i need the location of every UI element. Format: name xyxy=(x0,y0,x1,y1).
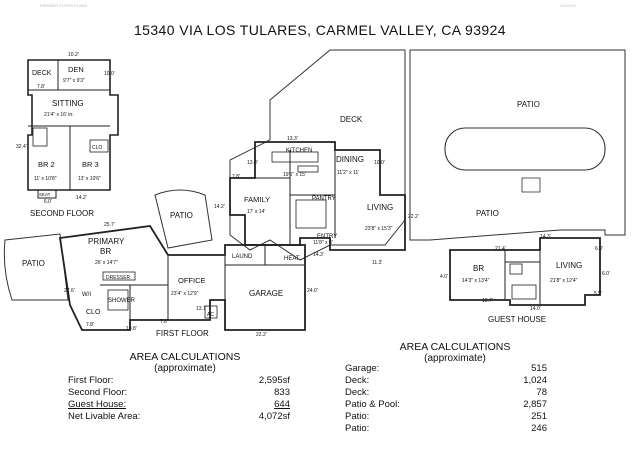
dim-22-2b: 22.2' xyxy=(256,332,267,338)
dim-7-8c: 7.8' xyxy=(86,322,94,328)
second-floor-plan xyxy=(27,59,119,199)
second-floor-label: SECOND FLOOR xyxy=(30,209,94,218)
ac-label: AC xyxy=(207,312,214,318)
family-dim: 17' x 14' xyxy=(247,209,265,215)
dim-13-1: 13.1' xyxy=(196,306,207,312)
main-house-walls xyxy=(229,141,406,251)
dining-dim: 11'2" x 11' xyxy=(337,170,359,176)
gh-br-label: BR xyxy=(473,264,484,273)
living-label: LIVING xyxy=(367,203,393,212)
area-left-heading: AREA CALCULATIONS xyxy=(129,351,241,363)
dim-7-8b: 7.8' xyxy=(232,174,240,180)
dim-14-0: 14.0' xyxy=(530,306,541,312)
gh-living-dim: 21'8" x 12'4" xyxy=(550,278,578,284)
br2-dim: 11' x 10'8" xyxy=(34,176,57,182)
dim-24-0: 24.0' xyxy=(307,288,318,294)
dim-6-0c: 6.0' xyxy=(602,271,610,277)
dim-14-2b: 14.2' xyxy=(214,204,225,210)
area-left-sub: (approximate) xyxy=(154,363,216,374)
dim-22-2: 22.2' xyxy=(408,214,419,220)
gh-br-dim: 14'3" x 13'4" xyxy=(462,278,490,284)
dim-21-4: 21.4' xyxy=(495,246,506,252)
floor-plan-drawing: DECK DEN 9'7" x 9'3" SITTING 21'4" x 16'… xyxy=(3,49,626,338)
gh-living-label: LIVING xyxy=(556,261,582,270)
family-label: FAMILY xyxy=(244,195,270,204)
wi-label: W/I xyxy=(82,292,91,298)
brand-tiny-text: PREMIER FLOOR PLANS xyxy=(40,3,88,8)
area-right-sub: (approximate) xyxy=(424,353,486,364)
sitting-label: SITTING xyxy=(52,99,84,108)
dim-4-0: 4.0' xyxy=(440,274,448,280)
dim-10-0: 10.0' xyxy=(104,71,115,77)
first-floor-lower-walls xyxy=(58,225,306,331)
pantry-label: PANTRY xyxy=(312,196,336,202)
sitting-dim: 21'4" x 16' irr. xyxy=(44,112,74,118)
dim-6-0: 6.0' xyxy=(44,199,52,205)
dim-6-0b: 6.0' xyxy=(595,246,603,252)
date-tiny-text: 1/4/2023 xyxy=(560,3,576,8)
dresser-label: DRESSER xyxy=(106,275,131,281)
kitchen-label: KITCHEN xyxy=(286,148,312,154)
area-right-heading: AREA CALCULATIONS xyxy=(399,341,511,353)
heat-label: HEAT xyxy=(284,256,300,262)
dim-14-2a: 14.2' xyxy=(76,195,87,201)
patio-oval-mid xyxy=(154,189,213,249)
dim-7-8a: 7.8' xyxy=(37,84,45,90)
garage-label: GARAGE xyxy=(249,289,283,298)
seat-label: SEAT xyxy=(39,192,51,197)
dim-32-4: 32.4' xyxy=(16,144,27,150)
property-address-title: 15340 VIA LOS TULARES, CARMEL VALLEY, CA… xyxy=(134,22,506,38)
office-dim: 23'4" x 12'9" xyxy=(171,291,199,297)
dim-5-5: 5.5' xyxy=(594,291,602,297)
clo-label: CLO xyxy=(92,145,102,151)
dim-14-3b: 14.3' xyxy=(540,234,551,240)
guest-house-label: GUEST HOUSE xyxy=(488,315,546,324)
dim-25-7: 25.7' xyxy=(104,222,115,228)
deck-main-label: DECK xyxy=(340,115,363,124)
dim-7-6: 7.6' xyxy=(160,319,168,325)
guest-house-walls xyxy=(449,237,601,306)
kitchen-dim: 19'5" x 15' xyxy=(283,172,306,178)
entry-label: ENTRY xyxy=(317,234,337,240)
pool-patio-outline xyxy=(409,49,626,241)
den-label: DEN xyxy=(68,65,84,74)
patio-left-label: PATIO xyxy=(22,259,45,268)
first-floor-label: FIRST FLOOR xyxy=(156,329,209,338)
dim-10-0b: 10.0' xyxy=(374,160,385,166)
dim-10-8: 10.8' xyxy=(126,326,137,332)
office-label: OFFICE xyxy=(178,276,206,285)
patio-top-label: PATIO xyxy=(517,100,540,109)
br3-dim: 13' x 10'6" xyxy=(78,176,101,182)
dim-13-0: 13.0' xyxy=(247,160,258,166)
patio-left-outline xyxy=(3,233,69,301)
dim-13-3: 13.3' xyxy=(287,136,298,142)
patio-center-label: PATIO xyxy=(476,209,499,218)
dim-14-3a: 14.3' xyxy=(313,252,324,258)
br3-label: BR 3 xyxy=(82,160,99,169)
dining-label: DINING xyxy=(336,155,364,164)
area-left-heading-block: AREA CALCULATIONS (approximate) xyxy=(110,351,260,375)
dim-27-6: 27.6' xyxy=(64,288,75,294)
main-deck-outline xyxy=(229,49,406,261)
area-right-heading-block: AREA CALCULATIONS (approximate) xyxy=(380,341,530,365)
dim-12-7: 12.7' xyxy=(482,298,493,304)
living-dim: 23'8" x 15'3" xyxy=(365,226,393,232)
entry-dim: 11'8" x 8' xyxy=(313,240,333,246)
primary-label: PRIMARY xyxy=(88,237,125,246)
dim-11-3: 11.3' xyxy=(372,260,382,266)
patio-mid-label: PATIO xyxy=(170,211,193,220)
primary-br-label: BR xyxy=(100,247,111,256)
laund-label: LAUND xyxy=(232,254,253,260)
dim-10-2: 10.2' xyxy=(68,52,79,58)
den-dim: 9'7" x 9'3" xyxy=(63,78,85,84)
primary-dim: 26' x 14'7" xyxy=(95,260,118,266)
clo-primary-label: CLO xyxy=(86,309,101,316)
deck-small-label: DECK xyxy=(32,70,52,77)
br2-label: BR 2 xyxy=(38,160,55,169)
shower-label: SHOWER xyxy=(108,298,136,304)
